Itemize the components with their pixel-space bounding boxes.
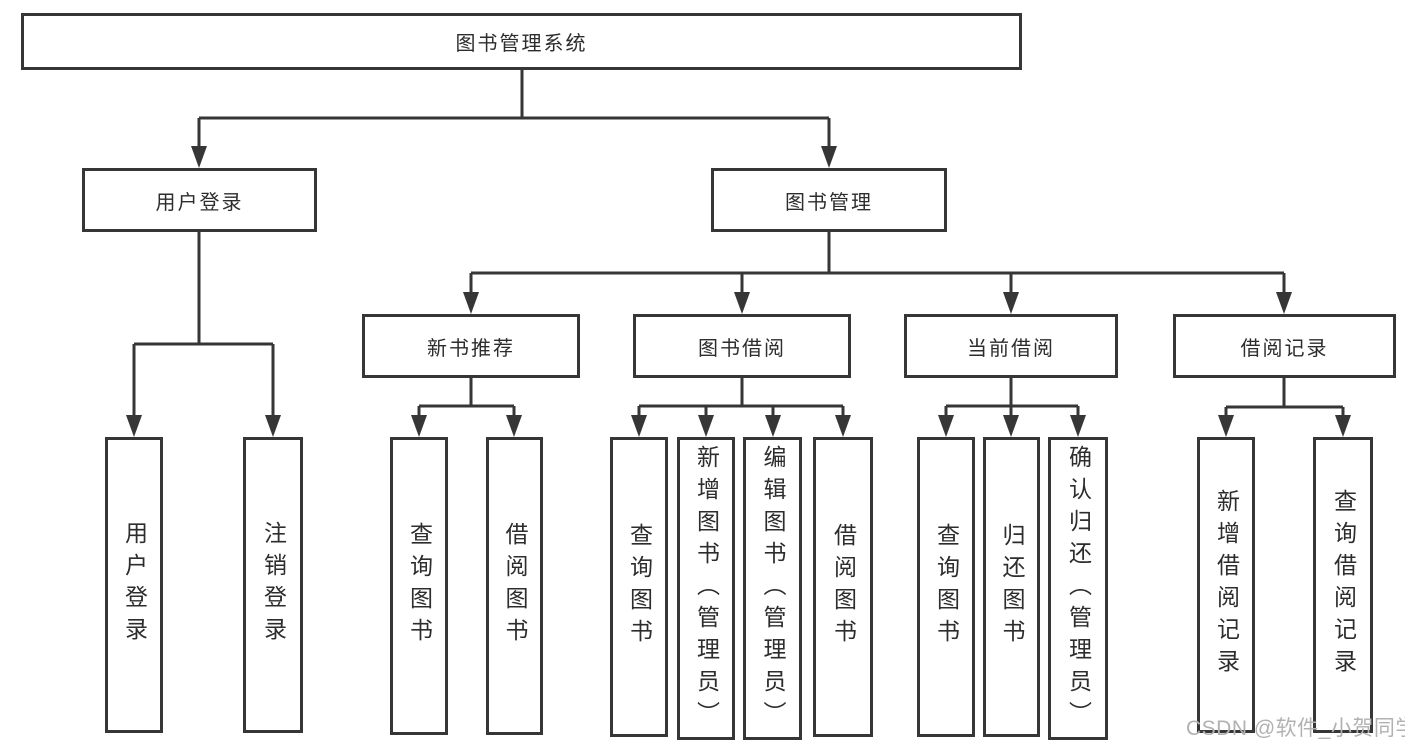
arrowheads — [126, 146, 1351, 437]
leaf-return-books: 归还图书 — [983, 437, 1040, 737]
leaf-logout: 注销登录 — [243, 437, 303, 733]
arrowhead-icon — [1276, 292, 1292, 314]
node-root-system: 图书管理系统 — [21, 13, 1022, 70]
arrowhead-icon — [265, 415, 281, 437]
leaf-user-login: 用户登录 — [105, 437, 163, 733]
arrowhead-icon — [1218, 415, 1234, 437]
node-book-borrow: 图书借阅 — [633, 314, 851, 378]
leaf-confirm-return-admin: 确认归还（管理员） — [1048, 437, 1108, 740]
node-user-login: 用户登录 — [82, 168, 317, 232]
arrowhead-icon — [411, 415, 427, 437]
arrowhead-icon — [1070, 415, 1086, 437]
arrowhead-icon — [463, 292, 479, 314]
arrowhead-icon — [126, 415, 142, 437]
tree-edges — [132, 70, 1345, 419]
arrowhead-icon — [1003, 292, 1019, 314]
node-borrow-records: 借阅记录 — [1173, 314, 1396, 378]
arrowhead-icon — [506, 415, 522, 437]
node-new-book-recommend: 新书推荐 — [362, 314, 580, 378]
arrowhead-icon — [821, 146, 837, 168]
arrowhead-icon — [765, 415, 781, 437]
leaf-edit-books-admin: 编辑图书（管理员） — [743, 437, 802, 740]
leaf-add-books-admin: 新增图书（管理员） — [677, 437, 735, 740]
leaf-add-borrow-record: 新增借阅记录 — [1197, 437, 1255, 733]
arrowhead-icon — [698, 415, 714, 437]
arrowhead-icon — [631, 415, 647, 437]
leaf-borrow-books: 借阅图书 — [813, 437, 873, 737]
watermark: CSDN @软件_小贺同学 — [1186, 717, 1405, 740]
leaf-query-borrow-record: 查询借阅记录 — [1313, 437, 1373, 733]
arrowhead-icon — [835, 415, 851, 437]
leaf-query-books-borrow: 查询图书 — [610, 437, 668, 737]
leaf-query-books-current: 查询图书 — [917, 437, 975, 737]
node-current-borrow: 当前借阅 — [904, 314, 1118, 378]
arrowhead-icon — [938, 415, 954, 437]
leaf-query-books-recommend: 查询图书 — [390, 437, 448, 735]
arrowhead-icon — [734, 292, 750, 314]
node-book-management: 图书管理 — [711, 168, 947, 232]
arrowhead-icon — [1335, 415, 1351, 437]
arrowhead-icon — [1003, 415, 1019, 437]
arrowhead-icon — [191, 146, 207, 168]
leaf-borrow-books-recommend: 借阅图书 — [486, 437, 543, 735]
